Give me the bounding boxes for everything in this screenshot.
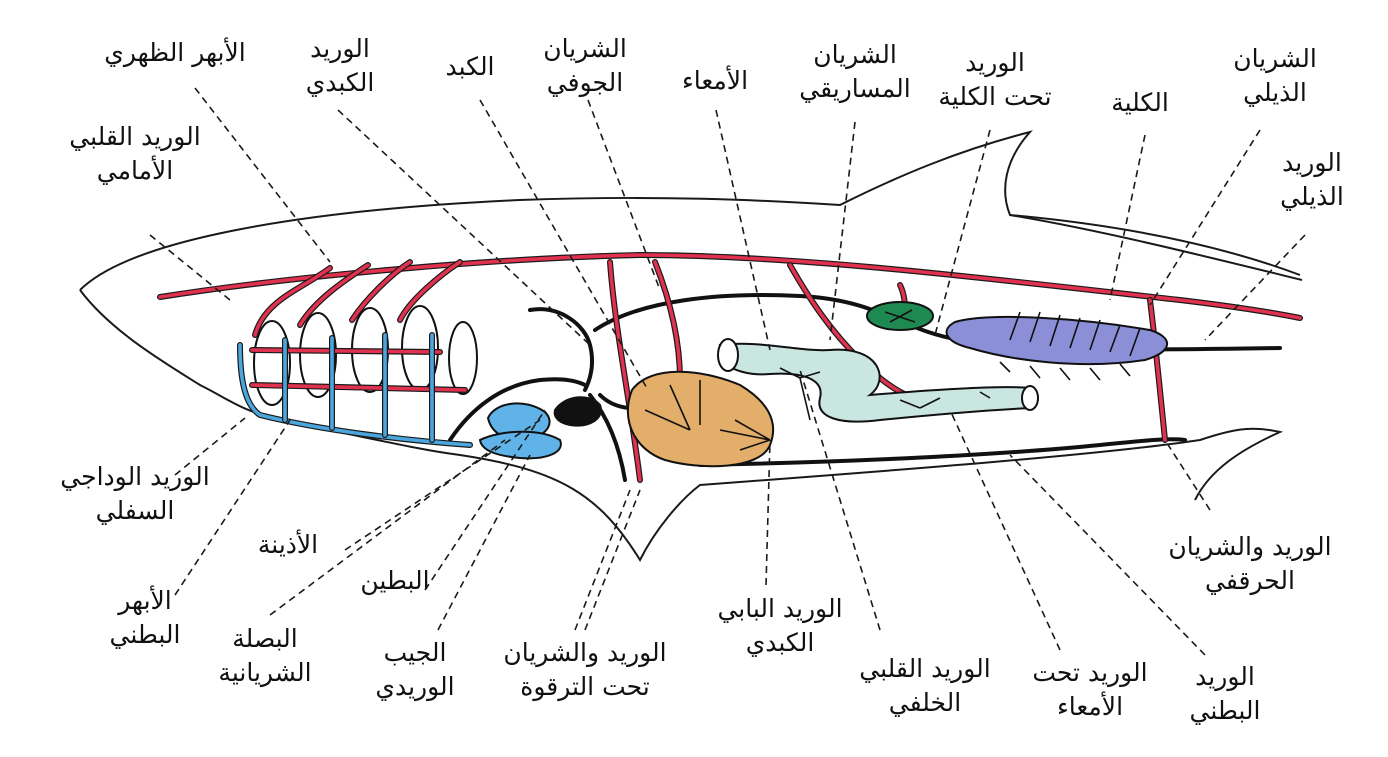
intestine-front-opening [717,338,739,372]
shark-dorsal-line [1009,214,1303,281]
label-dorsal-aorta: الأبهر الظهري [104,38,246,67]
ventricle-shape [478,430,562,460]
ventral-vein-line [698,437,1187,467]
kidney-shape [945,315,1169,366]
label-liver: الكبد [445,52,495,81]
shark-lower-outline [79,289,1284,563]
intestine-branches [779,367,991,421]
sinus-venosus-shape [553,396,602,427]
intestine-shape [718,342,1031,423]
liver-branches [644,380,771,451]
label-kidney: الكلية [1111,88,1169,117]
intestine-rear-opening [1021,385,1039,411]
kidney-ribs [999,311,1141,381]
label-intestines: الأمعاء [681,66,749,95]
posterior-cardinal-vein [593,293,1282,352]
leader-lines [149,87,1306,656]
dorsal-aorta-fill [158,253,1302,320]
label-atrium: الأذينة [257,530,319,559]
label-ventricle: البطين [360,566,430,595]
jugular-connection [448,377,587,442]
shark-body-outline [79,130,1301,291]
blue-vessels [237,332,473,448]
dorsal-aorta-red [157,251,1303,321]
